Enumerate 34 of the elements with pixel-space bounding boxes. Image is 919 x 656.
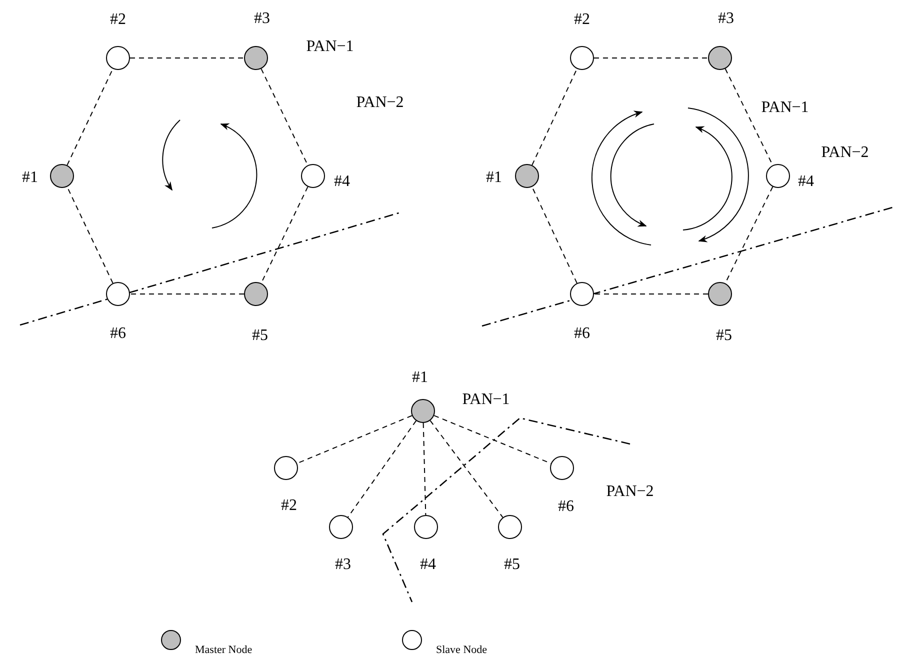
partition-label: PAN−2 — [821, 145, 869, 161]
node-number: #6 — [110, 326, 126, 342]
node-number: #4 — [334, 174, 350, 190]
partition-label: PAN−1 — [306, 39, 354, 55]
node-number: #3 — [718, 11, 734, 27]
connector-line — [532, 186, 578, 284]
node-number: #4 — [420, 557, 436, 573]
node-number: #6 — [574, 326, 590, 342]
node-number: #5 — [504, 557, 520, 573]
node-number: #3 — [254, 11, 270, 27]
node-number: #3 — [335, 557, 351, 573]
node-number: #5 — [252, 328, 268, 344]
node-number: #2 — [574, 12, 590, 28]
legend-text: Slave Node — [436, 645, 488, 656]
node-number: #4 — [798, 174, 814, 190]
connector-line — [66, 186, 114, 284]
connector-line — [347, 420, 417, 518]
node-number: #2 — [110, 12, 126, 28]
legend-text: Master Node — [195, 645, 252, 656]
node-number: #1 — [22, 170, 38, 186]
node-number: #2 — [281, 498, 297, 514]
partition-label: PAN−2 — [356, 95, 404, 111]
node-number: #5 — [716, 328, 732, 344]
node-number: #1 — [412, 370, 428, 386]
node-number: #6 — [558, 499, 574, 515]
connector-line — [296, 415, 412, 464]
connector-line — [66, 68, 114, 166]
partition-label: PAN−1 — [462, 392, 510, 408]
connector-line — [422, 422, 426, 516]
partition-label: PAN−2 — [606, 484, 654, 500]
node-number: #1 — [486, 170, 502, 186]
partition-label: PAN−1 — [761, 100, 809, 116]
connector-line — [430, 420, 504, 518]
connector-line — [532, 68, 578, 166]
